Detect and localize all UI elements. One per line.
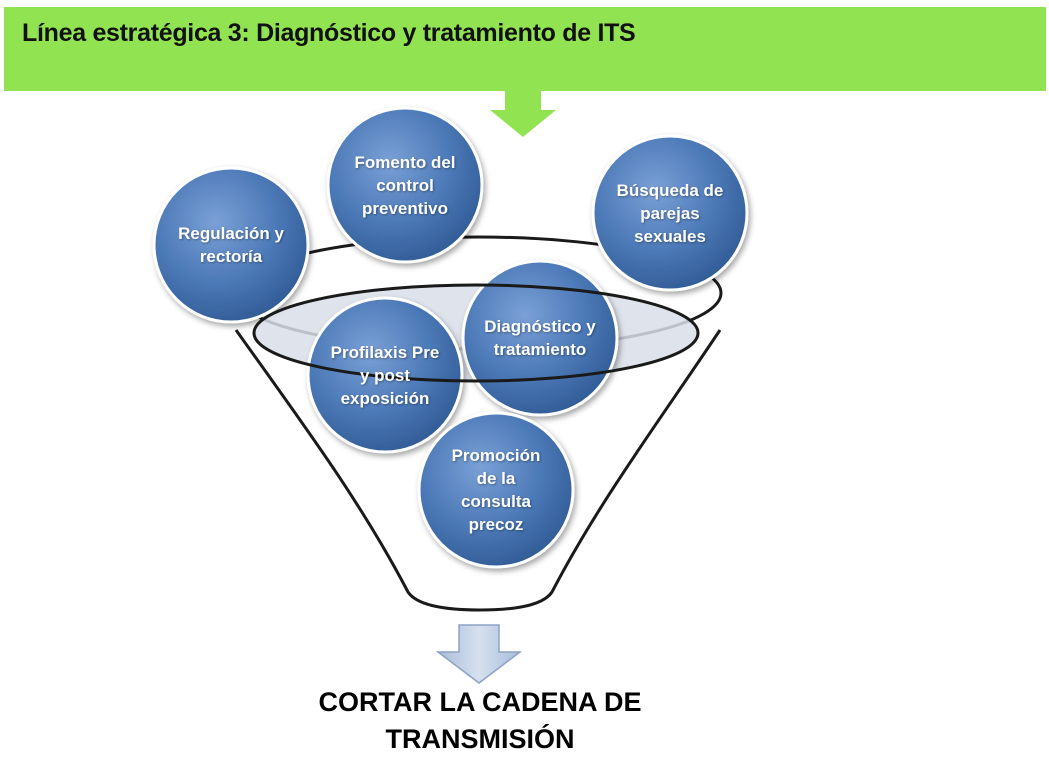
circle-fomento [326, 106, 484, 264]
circle-profilaxis [306, 296, 464, 454]
green-down-arrow [490, 91, 556, 137]
circle-promocion [417, 411, 575, 569]
outcome-text: CORTAR LA CADENA DE TRANSMISIÓN [318, 687, 642, 754]
funnel-inner-rim-outline [252, 283, 700, 383]
blue-down-arrow [435, 624, 523, 684]
circle-busqueda [591, 134, 749, 292]
page-title: Línea estratégica 3: Diagnóstico y trata… [22, 19, 636, 47]
circle-regulacion [152, 166, 310, 324]
header-banner: Línea estratégica 3: Diagnóstico y trata… [4, 7, 1046, 91]
